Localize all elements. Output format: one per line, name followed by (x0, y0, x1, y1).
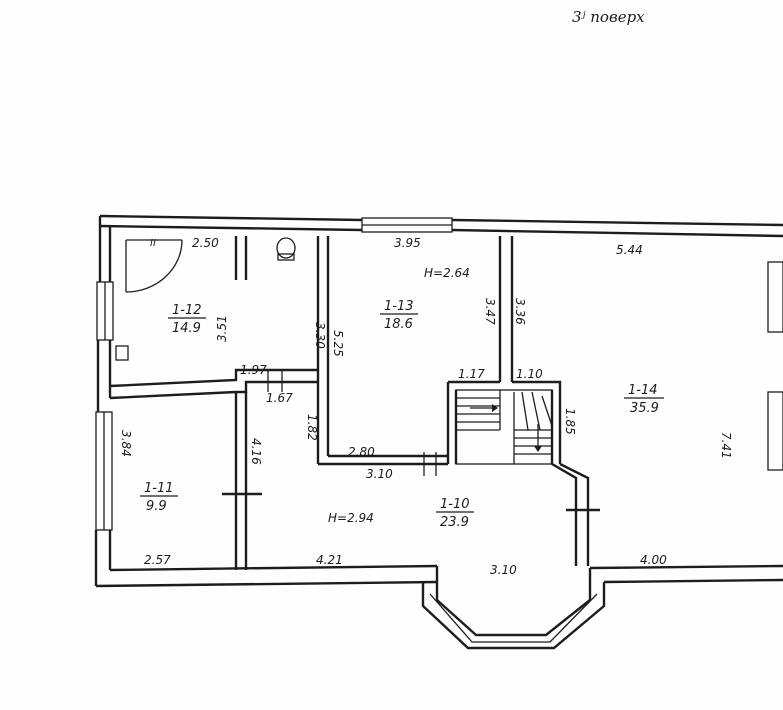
door-swing: II (125, 238, 183, 293)
door-markers (222, 370, 600, 512)
bay-outer (421, 582, 606, 650)
dimension-label: 3.47 (483, 298, 497, 325)
stairs (455, 389, 553, 465)
room-area: 9.9 (146, 499, 167, 514)
room-id: 1-14 (628, 383, 658, 398)
dimension-label: 1.82 (305, 414, 319, 441)
dimension-label: 7.41 (719, 432, 733, 459)
dimension-label: 1.10 (516, 367, 543, 381)
dimension-label: 1.97 (240, 363, 267, 377)
vent-icon (115, 345, 129, 361)
room-id: 1-11 (144, 481, 174, 496)
dimension-label: 4.16 (249, 438, 263, 465)
dimension-label: 3.84 (119, 430, 133, 457)
bay-inner (435, 566, 592, 637)
room-1-13: 1-13 18.6 H=2.64 (380, 266, 470, 332)
room-1-10: 1-10 23.9 H=2.94 (328, 497, 474, 530)
svg-text:II: II (150, 238, 156, 249)
outer-walls (94, 214, 783, 650)
dimension-label: 1.67 (266, 391, 293, 405)
room-1-11: 1-11 9.9 (140, 481, 178, 514)
ceiling-height: H=2.64 (424, 266, 470, 280)
dimension-labels: 2.50 3.51 1.97 3.30 3.95 5.25 3.47 3.36 … (119, 236, 733, 577)
dimension-label: 1.17 (458, 367, 485, 381)
ceiling-height: H=2.94 (328, 511, 374, 525)
dimension-label: 3.10 (490, 563, 517, 577)
dimension-label: 2.57 (144, 553, 171, 567)
floor-label: 3ʲ поверх (572, 8, 645, 26)
dimension-label: 3.10 (366, 467, 393, 481)
dimension-label: 3.36 (513, 298, 527, 325)
dimension-label: 3.51 (215, 315, 229, 342)
dimension-label: 3.95 (394, 236, 421, 250)
room-1-14: 1-14 35.9 (624, 383, 664, 416)
room-id: 1-13 (384, 299, 414, 314)
room-id: 1-10 (440, 497, 470, 512)
dimension-label: 5.25 (331, 330, 345, 357)
room-id: 1-12 (172, 303, 202, 318)
room-1-12: 1-12 14.9 (168, 303, 206, 336)
dimension-label: 2.50 (192, 236, 219, 250)
dimension-label: 2.80 (348, 445, 375, 459)
room-area: 23.9 (440, 515, 469, 530)
dimension-label: 3.30 (313, 322, 327, 349)
dimension-label: 5.44 (616, 243, 643, 257)
room-area: 35.9 (630, 401, 659, 416)
dimension-label: 1.85 (563, 408, 577, 435)
dimension-label: 4.00 (640, 553, 667, 567)
right-window-upper (767, 261, 783, 333)
room-area: 18.6 (384, 317, 413, 332)
dimension-label: 4.21 (316, 553, 343, 567)
toilet-icon (276, 237, 296, 261)
room-area: 14.9 (172, 321, 201, 336)
right-window-lower (767, 391, 783, 471)
